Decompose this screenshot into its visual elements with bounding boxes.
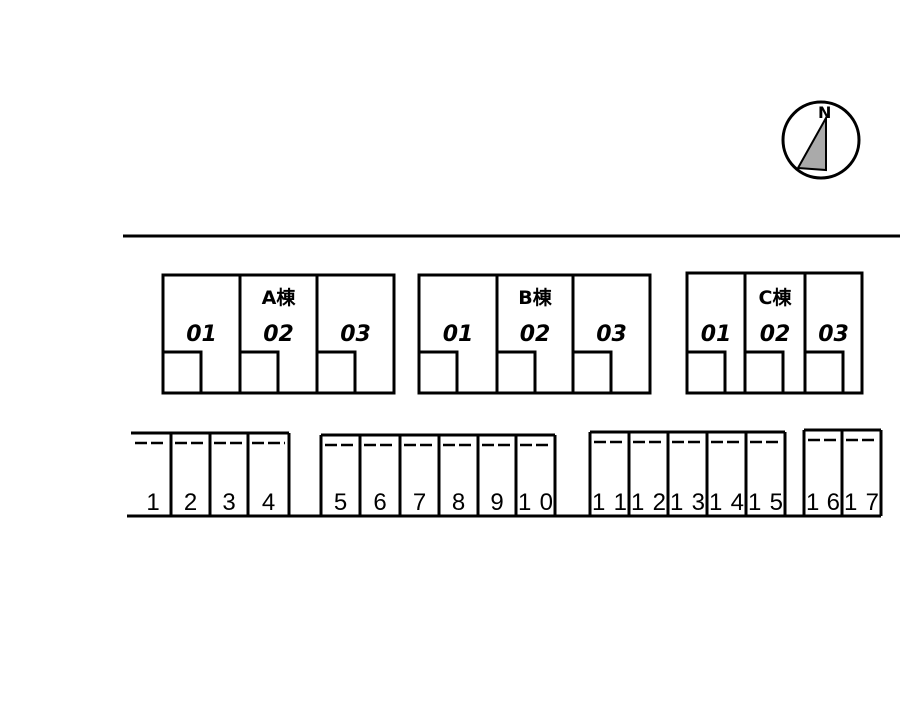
parking-space: 1 <box>135 441 167 516</box>
unit-label: 01 <box>443 322 474 347</box>
parking-space: 17 <box>844 438 879 516</box>
parking-space-number: 7 <box>413 489 426 516</box>
unit-entrance <box>417 350 459 395</box>
unit-label: 01 <box>186 322 217 347</box>
parking-space: 15 <box>748 440 783 516</box>
building-label: B棟 <box>518 286 552 309</box>
parking-space-number: 6 <box>373 489 386 516</box>
unit-entrance <box>315 350 357 395</box>
parking-space: 5 <box>325 443 356 516</box>
unit-label: 02 <box>520 322 551 347</box>
parking-space-number: 17 <box>844 489 879 516</box>
parking-space: 8 <box>443 443 474 516</box>
parking-space: 7 <box>404 443 435 516</box>
unit-entrance <box>238 350 280 395</box>
parking-space-number: 15 <box>748 489 783 516</box>
parking-space-number: 14 <box>709 489 744 516</box>
parking-space: 13 <box>670 440 705 516</box>
parking-space-number: 9 <box>490 489 503 516</box>
unit-entrance <box>685 350 727 395</box>
unit-label: 01 <box>701 322 732 347</box>
parking-space: 4 <box>252 441 285 516</box>
unit-label: 03 <box>340 322 371 347</box>
building-label: A棟 <box>262 286 297 309</box>
parking-space-number: 4 <box>262 489 275 516</box>
parking-space-number: 13 <box>670 489 705 516</box>
unit-label: 03 <box>596 322 627 347</box>
parking-space: 14 <box>709 440 744 516</box>
parking-space-number: 11 <box>592 489 627 516</box>
parking-space: 11 <box>592 440 627 516</box>
parking-space: 2 <box>175 441 206 516</box>
parking-space-number: 16 <box>806 489 840 516</box>
unit-entrance <box>743 350 785 395</box>
parking-space: 6 <box>364 443 396 516</box>
building-c: 01 02 03 C棟 <box>685 271 864 395</box>
parking-space: 3 <box>214 441 244 516</box>
parking-space-number: 8 <box>452 489 465 516</box>
parking-space-number: 10 <box>518 489 553 516</box>
parking-space-number: 3 <box>222 489 235 516</box>
unit-entrance <box>803 350 845 395</box>
building-b: 01 02 03 B棟 <box>417 273 652 395</box>
unit-label: 03 <box>818 322 849 347</box>
parking-space-number: 1 <box>146 489 159 516</box>
parking-space: 16 <box>806 438 840 516</box>
parking-space-number: 12 <box>631 489 666 516</box>
parking-space: 10 <box>518 443 553 516</box>
parking-space: 9 <box>482 443 512 516</box>
compass-icon: N <box>781 100 861 180</box>
unit-entrance <box>161 350 203 395</box>
unit-entrance <box>571 350 613 395</box>
building-label: C棟 <box>759 286 793 309</box>
parking-space-number: 5 <box>334 489 347 516</box>
compass-north-label: N <box>818 103 831 122</box>
unit-entrance <box>495 350 537 395</box>
parking-space-number: 2 <box>184 489 197 516</box>
unit-label: 02 <box>263 322 294 347</box>
building-a: 01 02 03 A棟 <box>161 273 396 395</box>
unit-label: 02 <box>760 322 791 347</box>
parking-space: 12 <box>631 440 666 516</box>
